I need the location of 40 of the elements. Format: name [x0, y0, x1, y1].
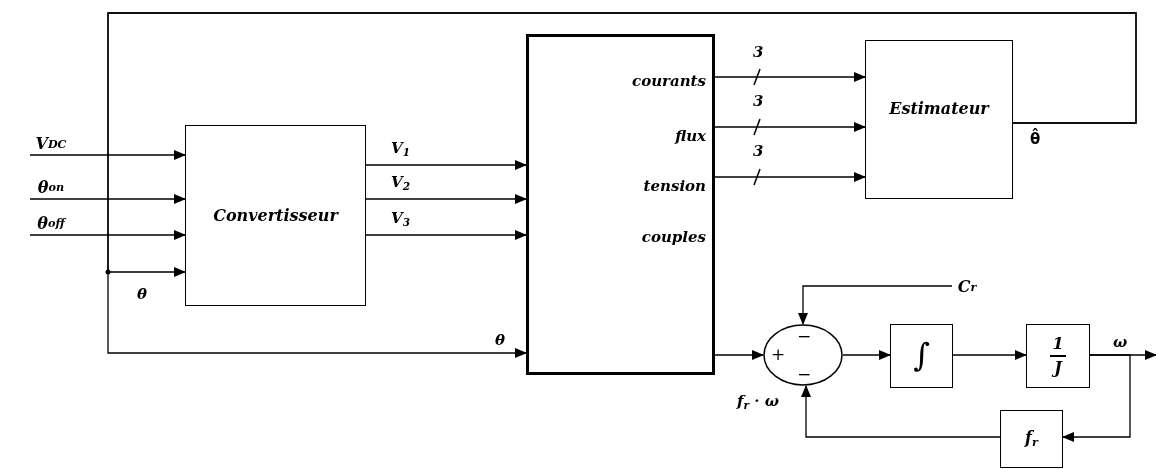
block-box [865, 40, 1013, 199]
block-label: f$_{r}$ [1025, 429, 1038, 449]
block-box [185, 125, 366, 306]
signal-arrow [29, 194, 186, 204]
summing-junction [763, 324, 843, 386]
signal-arrow [842, 350, 891, 360]
edge-label: V$_{3}$ [390, 210, 411, 229]
signal-arrow [798, 285, 953, 325]
fraction-term: J [1054, 359, 1062, 377]
signal-arrow [714, 350, 764, 360]
fraction-term: 1 [1052, 335, 1064, 353]
signal-arrow [714, 172, 866, 182]
sign-label: − [797, 328, 812, 345]
signal-arrow [29, 230, 186, 240]
port-label: flux [675, 128, 706, 145]
port-label: couples [641, 229, 706, 246]
signal-arrow [801, 385, 1001, 438]
signal-arrow [365, 230, 527, 240]
integrator-box [890, 324, 953, 388]
block-label: Convertisseur [213, 206, 338, 225]
edge-label: f$_{r}$ · ω [736, 393, 780, 412]
motor-model-box [526, 34, 715, 375]
signal-arrow [29, 150, 186, 160]
signal-arrow [107, 12, 1137, 358]
port-label: tension [643, 178, 706, 195]
edge-label: V$_{1}$ [390, 140, 411, 159]
signal-arrow [714, 72, 866, 82]
signal-arrow [714, 122, 866, 132]
signal-arrow [1062, 354, 1131, 442]
signal-arrow [365, 194, 527, 204]
sign-label: + [771, 346, 786, 363]
block-box [1000, 410, 1063, 468]
signal-arrow [365, 160, 527, 170]
edge-label: V$_{2}$ [390, 174, 411, 193]
sign-label: − [797, 366, 812, 383]
gain-box [1026, 324, 1090, 388]
integral-symbol: ∫ [913, 338, 930, 374]
port-label: courants [632, 73, 706, 90]
block-label: Estimateur [889, 99, 989, 118]
signal-arrow [952, 350, 1027, 360]
